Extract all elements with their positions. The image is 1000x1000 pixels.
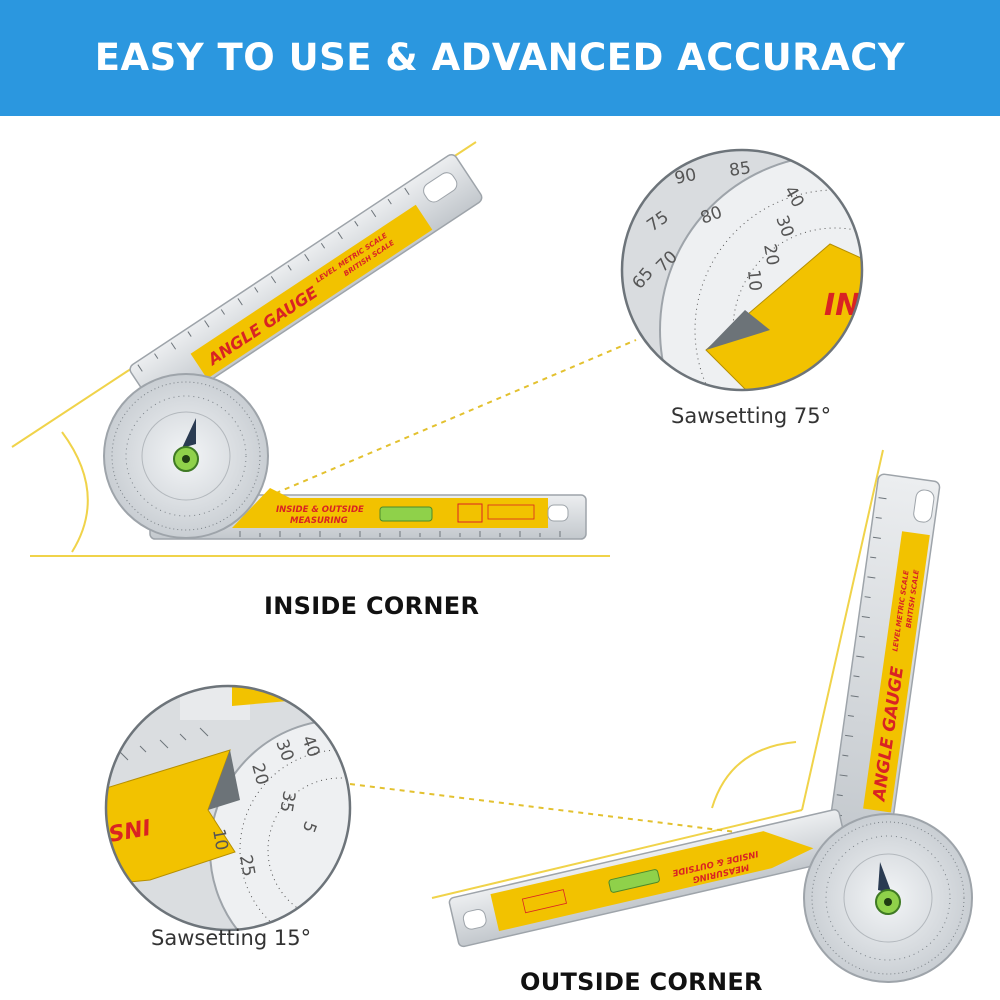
inside-corner-heading: INSIDE CORNER [264,592,480,620]
zoom-top: IN 90 85 80 75 70 65 40 30 20 10 [620,148,864,392]
svg-text:10: 10 [208,827,231,852]
svg-text:85: 85 [728,158,752,181]
svg-text:10: 10 [743,269,765,292]
outside-arm-level-label: LEVEL [891,627,902,652]
inside-corner-guides [11,141,637,557]
outside-corner-tool: ANGLE GAUGE LEVEL METRIC SCALE BRITISH S… [448,473,973,983]
header-banner: EASY TO USE & ADVANCED ACCURACY [0,0,1000,116]
outside-corner-guides [349,449,884,899]
svg-text:35: 35 [275,789,298,814]
svg-text:20: 20 [759,242,782,267]
zoom-bottom-caption: Sawsetting 15° [151,926,312,950]
svg-text:25: 25 [235,853,258,878]
zoom-top-badge: IN [824,288,860,323]
product-illustration: ANGLE GAUGE LEVEL METRIC SCALE BRITISH S… [11,141,973,983]
zoom-top-caption: Sawsetting 75° [671,404,832,428]
inside-corner-tool: ANGLE GAUGE LEVEL METRIC SCALE BRITISH S… [103,153,587,540]
outside-corner-heading: OUTSIDE CORNER [520,968,763,996]
inside-base-label-2: MEASURING [290,516,348,526]
inside-base-label-1: INSIDE & OUTSIDE [276,505,364,515]
banner-title: EASY TO USE & ADVANCED ACCURACY [94,36,906,79]
